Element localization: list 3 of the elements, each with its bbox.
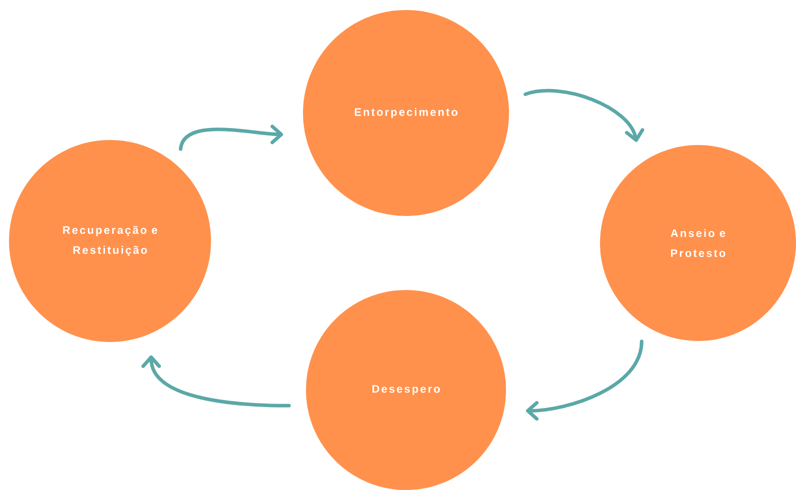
curved-arrow — [141, 355, 291, 408]
curved-arrow — [526, 340, 644, 421]
curved-arrow — [524, 88, 644, 142]
